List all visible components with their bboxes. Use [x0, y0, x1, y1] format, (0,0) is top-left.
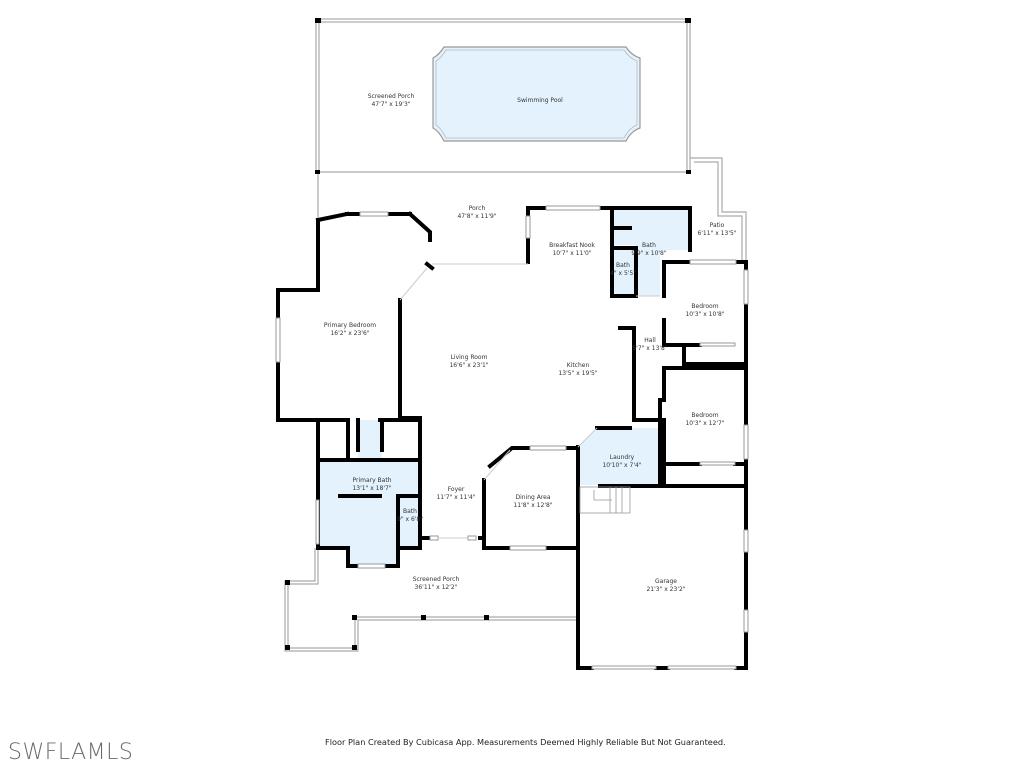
room-name: Hall: [644, 337, 656, 344]
room-dimensions: 16'2" x 23'6": [330, 329, 370, 337]
room-dimensions: 9" x 6'8": [397, 515, 423, 523]
room-dimensions: 9'9" x 10'8": [631, 249, 667, 257]
room-dimensions: 4" x 5'5": [610, 269, 636, 277]
room-name: Screened Porch: [367, 93, 415, 100]
room-dimensions: 5'7" x 13'8": [632, 344, 668, 352]
room-name: Primary Bath: [352, 477, 392, 484]
room-dimensions: 47'7" x 19'3": [371, 100, 411, 108]
room-dimensions: 6'11" x 13'5": [697, 229, 737, 237]
room-name: Laundry: [609, 454, 635, 461]
room-name: Porch: [468, 205, 486, 212]
room-name: Garage: [655, 578, 677, 585]
room-name: Swimming Pool: [517, 97, 563, 104]
corner-posts: [285, 18, 691, 650]
room-name: Bath: [642, 242, 656, 249]
disclaimer-note: Floor Plan Created By Cubicasa App. Meas…: [325, 737, 726, 747]
room-name: Kitchen: [566, 362, 590, 369]
room-dimensions: 10'10" x 7'4": [602, 461, 642, 469]
room-dimensions: 16'6" x 23'1": [449, 361, 489, 369]
room-name: Bedroom: [691, 412, 719, 419]
room-dimensions: 21'3" x 23'2": [646, 585, 686, 593]
room-dimensions: 10'7" x 11'0": [552, 249, 592, 257]
room-name: Bath: [616, 262, 630, 269]
room-name: Breakfast Nook: [549, 242, 595, 249]
room-dimensions: 11'8" x 12'8": [513, 501, 553, 509]
openings: [399, 263, 660, 539]
stairs: [579, 486, 631, 514]
room-name: Bedroom: [691, 303, 719, 310]
room-name: Dining Area: [515, 494, 551, 501]
room-dimensions: 13'1" x 18'7": [352, 484, 392, 492]
walls: [276, 206, 748, 670]
room-name: Bath: [403, 508, 417, 515]
wet-room-fills: [320, 210, 690, 566]
room-dimensions: 10'3" x 12'7": [685, 419, 725, 427]
room-name: Patio: [709, 222, 725, 229]
room-dimensions: 13'5" x 19'5": [558, 369, 598, 377]
windows: [275, 205, 749, 670]
room-name: Screened Porch: [412, 576, 460, 583]
swimming-pool: [432, 46, 641, 142]
room-name: Primary Bedroom: [323, 322, 377, 329]
room-label-swimming-pool: Swimming Pool: [517, 97, 563, 105]
room-name: Foyer: [447, 486, 465, 493]
room-dimensions: 11'7" x 11'4": [436, 493, 476, 501]
room-dimensions: 10'3" x 10'8": [685, 310, 725, 318]
room-name: Living Room: [450, 354, 488, 361]
mls-logo: SWFLAMLS: [8, 740, 134, 765]
room-dimensions: 47'8" x 11'9": [457, 212, 497, 220]
room-dimensions: 36'11" x 12'2": [414, 583, 458, 591]
